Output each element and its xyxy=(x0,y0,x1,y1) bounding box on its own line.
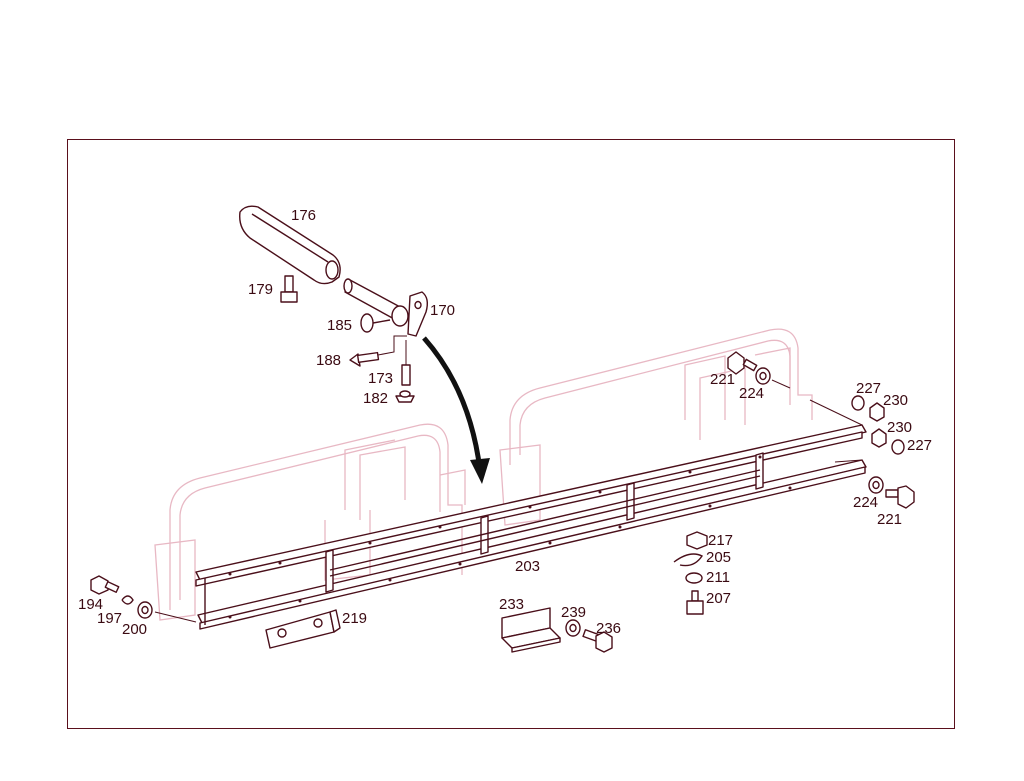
washer-211 xyxy=(685,572,703,584)
label-224-top: 224 xyxy=(739,385,764,402)
ghost-seat-frame-right xyxy=(499,328,813,526)
screw-188 xyxy=(349,335,407,367)
label-239: 239 xyxy=(561,604,586,621)
nut-182 xyxy=(395,390,415,403)
label-176: 176 xyxy=(291,207,316,224)
washer-239 xyxy=(565,619,581,637)
bolt-221-bottom xyxy=(885,485,915,509)
washer-197 xyxy=(121,595,134,605)
part-labels: 176 179 170 185 188 173 182 221 224 227 … xyxy=(78,207,932,638)
bolt-179 xyxy=(280,275,298,303)
bracket-233 xyxy=(501,607,561,653)
label-227-top: 227 xyxy=(856,380,881,397)
sleeve-173 xyxy=(401,340,411,386)
label-207: 207 xyxy=(706,590,731,607)
bracket-219 xyxy=(265,609,341,649)
label-224-bottom: 224 xyxy=(853,494,878,511)
bolt-207 xyxy=(686,590,704,615)
rail-holes xyxy=(228,455,792,619)
label-219: 219 xyxy=(342,610,367,627)
label-217: 217 xyxy=(708,532,733,549)
diagram-frame xyxy=(67,139,955,729)
washer-200 xyxy=(137,601,153,619)
nut-230-bottom xyxy=(871,428,887,448)
label-179: 179 xyxy=(248,281,273,298)
bolt-221-top xyxy=(727,351,758,375)
label-230-bottom: 230 xyxy=(887,419,912,436)
bolt-236 xyxy=(582,629,613,653)
washer-224-bottom xyxy=(868,476,884,494)
washer-227-bottom xyxy=(891,439,905,455)
pin-185 xyxy=(360,313,391,333)
label-227-bottom: 227 xyxy=(907,437,932,454)
label-221-top: 221 xyxy=(710,371,735,388)
nut-217 xyxy=(686,531,708,550)
bolt-194 xyxy=(90,575,120,595)
label-170: 170 xyxy=(430,302,455,319)
nut-230-top xyxy=(869,402,885,422)
label-182: 182 xyxy=(363,390,388,407)
label-173: 173 xyxy=(368,370,393,387)
clip-205 xyxy=(673,553,704,567)
label-236: 236 xyxy=(596,620,621,637)
label-197: 197 xyxy=(97,610,122,627)
label-233: 233 xyxy=(499,596,524,613)
handle-176 xyxy=(239,205,341,285)
washer-224-top xyxy=(755,367,791,389)
rail-assembly-203 xyxy=(154,399,867,630)
assembly-arrow xyxy=(422,336,490,484)
washer-227-top xyxy=(851,395,865,411)
label-185: 185 xyxy=(327,317,352,334)
label-211: 211 xyxy=(706,569,730,586)
label-221-bottom: 221 xyxy=(877,511,902,528)
shaft-bracket-170 xyxy=(343,278,429,337)
label-230-top: 230 xyxy=(883,392,908,409)
label-203: 203 xyxy=(515,558,540,575)
label-188: 188 xyxy=(316,352,341,369)
label-200: 200 xyxy=(122,621,147,638)
label-194: 194 xyxy=(78,596,103,613)
label-205: 205 xyxy=(706,549,731,566)
